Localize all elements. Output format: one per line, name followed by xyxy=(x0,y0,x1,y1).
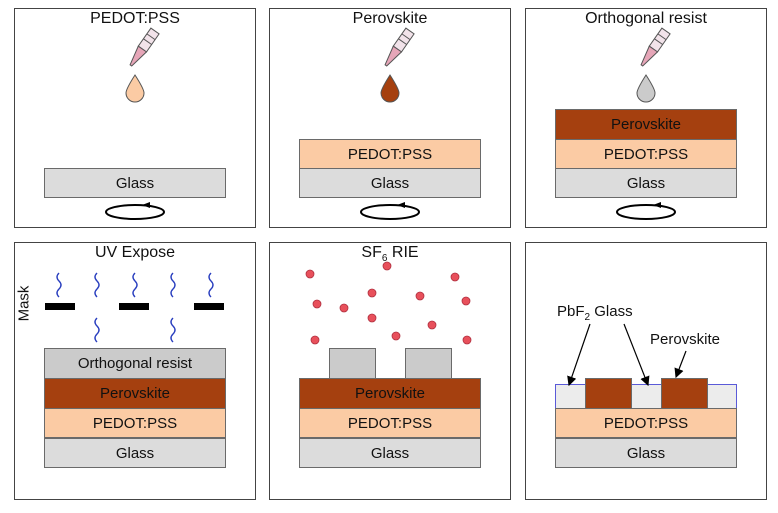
perovskite-layer: Perovskite xyxy=(555,109,737,140)
glass-layer: Glass xyxy=(555,168,737,198)
panel-perovskite-deposition: Perovskite PEDOT:PSS Glass xyxy=(269,8,511,228)
title-subscript: 6 xyxy=(381,253,388,265)
plasma-particle-icon xyxy=(305,261,472,345)
pipette-icon xyxy=(640,27,671,67)
mask-bar xyxy=(119,303,149,310)
resist-layer: Orthogonal resist xyxy=(44,348,226,379)
mask-bar xyxy=(194,303,224,310)
perovskite-layer: Perovskite xyxy=(299,378,481,409)
panel-resist-deposition: Orthogonal resist Perovskite PEDOT:PSS G… xyxy=(525,8,767,228)
title-rest: RIE xyxy=(387,244,419,261)
pipette-icon xyxy=(129,27,160,67)
pbf2-rest: Glass xyxy=(590,303,633,320)
panel-sf6-rie: SF6 RIE Perovskite PEDOT:PSS Glass xyxy=(269,242,511,500)
spin-arrow-icon xyxy=(616,202,676,220)
pedot-layer: PEDOT:PSS xyxy=(555,408,737,438)
mask-bar xyxy=(45,303,75,310)
pedot-layer: PEDOT:PSS xyxy=(299,139,481,169)
droplet-icon xyxy=(125,74,145,103)
perovskite-block xyxy=(585,378,632,409)
pbf2-glass-label: PbF2 Glass xyxy=(557,303,633,323)
perovskite-label: Perovskite xyxy=(650,331,721,348)
glass-layer: Glass xyxy=(299,168,481,198)
pedot-layer: PEDOT:PSS xyxy=(299,408,481,438)
panel-uv-expose: UV Expose Mask Orthogonal resist Perovsk… xyxy=(14,242,256,500)
spin-arrow-icon xyxy=(360,202,420,220)
droplet-icon xyxy=(380,74,400,103)
pbf2-main: PbF xyxy=(557,303,585,320)
pipette-icon xyxy=(384,27,415,67)
panel-pedot-deposition: PEDOT:PSS Glass xyxy=(14,8,256,228)
glass-layer: Glass xyxy=(299,438,481,468)
resist-block xyxy=(329,348,376,380)
panel-title: PEDOT:PSS xyxy=(90,10,180,27)
glass-layer: Glass xyxy=(44,438,226,468)
spin-arrow-icon xyxy=(105,202,165,220)
pointer-arrows xyxy=(567,323,687,387)
panel-title: Orthogonal resist xyxy=(585,10,707,27)
panel-title: UV Expose xyxy=(94,244,176,261)
panel-title: Perovskite xyxy=(352,10,428,27)
title-main: SF xyxy=(361,244,382,261)
resist-block xyxy=(405,348,452,380)
pedot-layer: PEDOT:PSS xyxy=(44,408,226,438)
uv-wave-icon xyxy=(56,272,214,343)
droplet-icon xyxy=(636,74,656,103)
panel-title: SF6 RIE xyxy=(270,244,510,264)
glass-layer: Glass xyxy=(555,438,737,468)
perovskite-layer: Perovskite xyxy=(44,378,226,409)
pedot-layer: PEDOT:PSS xyxy=(555,139,737,169)
panel-final-structure: PbF2 Glass Perovskite PEDOT:PSS Glass xyxy=(525,242,767,500)
pbf2-subscript: 2 xyxy=(584,312,591,323)
perovskite-block xyxy=(661,378,708,409)
glass-layer: Glass xyxy=(44,168,226,198)
